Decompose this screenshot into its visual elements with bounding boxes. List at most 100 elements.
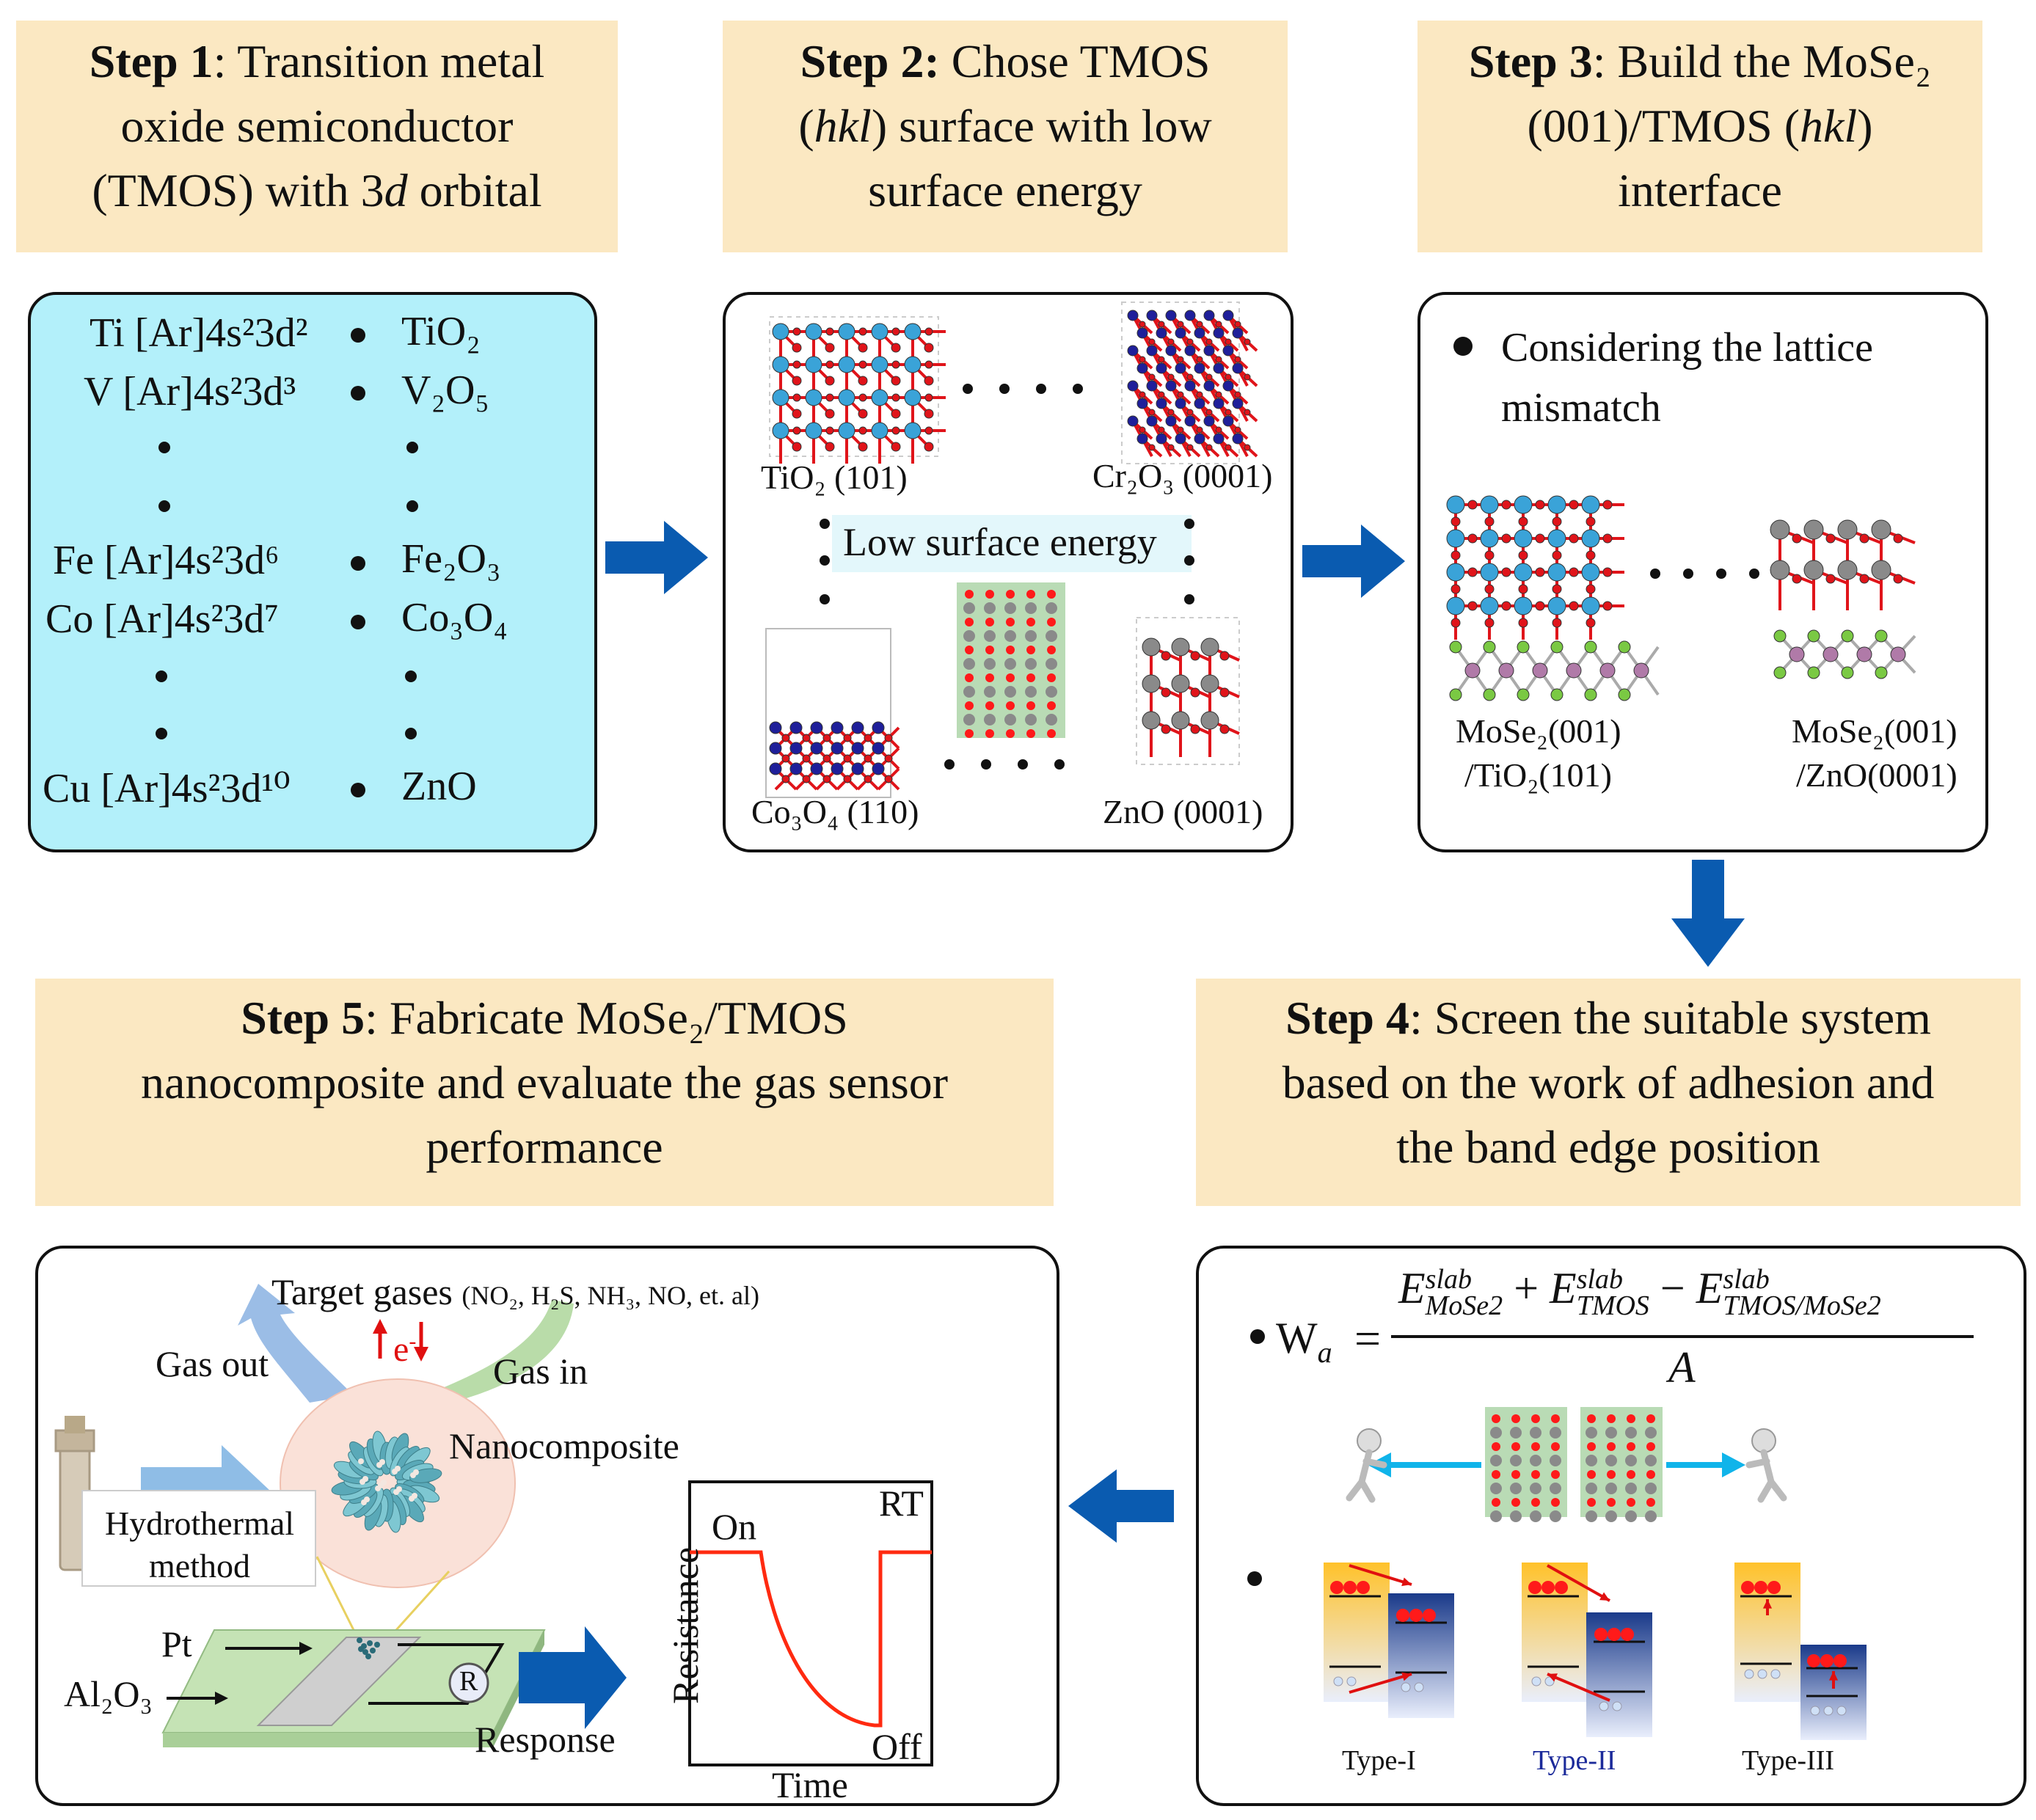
panel1-bullets [156,328,418,797]
wa-symbol: Wa [1276,1314,1332,1369]
element-ti: Ti [Ar]4s²3d² [90,310,308,356]
step3-line1: : Build the MoSe₂ [1592,35,1932,87]
type1-label: Type-I [1342,1745,1416,1776]
arrow-step1-to-2 [605,521,708,594]
gas-out-label: Gas out [156,1343,269,1384]
step2-line2a: ( [798,100,814,152]
wa-denominator: A [1668,1343,1696,1392]
consider-line1: Considering the lattice [1501,325,1873,370]
type2-label: Type-II [1533,1745,1616,1776]
panel2-surfaces: TiO₂ (101) Cr₂O₃ (0001) Low surface ener… [723,292,1294,852]
nanocomposite-label: Nanocomposite [449,1425,679,1466]
step2-line2b: hkl [814,100,872,152]
step1-line3c: orbital [407,164,542,216]
band-alignment-diagrams [1324,1563,1867,1740]
step1-line3a: (TMOS) with 3 [92,164,384,216]
panel2-dots-top [963,384,1083,394]
consider-line2: mismatch [1501,385,1661,431]
oxide-tio2: TiO₂ [401,309,481,354]
interface1-line2: /TiO₂(101) [1464,756,1612,794]
step3-box: Step 3: Build the MoSe₂ (001)/TMOS (hkl)… [1417,21,1982,252]
step3-line3: interface [1618,164,1782,216]
substrate-side [163,1733,493,1747]
oxide-fe2o3: Fe₂O₃ [401,536,501,582]
electron-arrows [373,1319,428,1362]
label-tio2-101: TiO₂ (101) [761,458,908,496]
off-label: Off [872,1726,922,1767]
step3-label: Step 3 [1468,35,1593,87]
type3-label: Type-III [1742,1745,1835,1776]
label-cr2o3-0001: Cr₂O₃ (0001) [1092,457,1273,494]
on-label: On [712,1506,757,1547]
step1-line2: oxide semiconductor [120,100,514,152]
puller-left-icon [1346,1428,1387,1503]
step1-line1: : Transition metal [213,35,545,87]
step3-line2b: hkl [1800,100,1858,152]
step4-line1: : Screen the suitable system [1409,992,1931,1044]
rt-label: RT [879,1483,924,1524]
oxide-co3o4: Co₃O₄ [401,595,508,640]
panel3-interface: Considering the lattice mismatch MoSe₂(0… [1417,292,1988,852]
panel2-dots-bottom [944,759,1065,770]
interface-zno-structure [1770,519,1916,679]
arrow-step3-to-4 [1671,860,1745,967]
resistor-icon [448,1662,489,1703]
resistance-axis-label: Resistance [664,1547,706,1704]
nanocomposite-flower-icon [331,1430,442,1533]
step4-box: Step 4: Screen the suitable system based… [1196,979,2021,1206]
puller-right-icon [1745,1428,1787,1503]
arrow-step2-to-3 [1302,525,1405,598]
adhesion-slabs [1485,1407,1663,1522]
center-surface-grid [957,582,1065,738]
panel3-dots [1650,569,1759,579]
panel5-graphics [54,1284,933,1766]
step5-line1: : Fabricate MoSe₂/TMOS [365,992,848,1044]
step4-line2: based on the work of adhesion and [1282,1056,1935,1108]
panel2-side-dots [820,519,1194,604]
step1-box: Step 1: Transition metal oxide semicondu… [16,21,618,252]
step2-line1: Chose TMOS [939,35,1211,87]
element-cu: Cu [Ar]4s²3d¹⁰ [43,766,291,811]
element-co: Co [Ar]4s²3d⁷ [45,596,279,642]
panel3-bullet [1446,337,1916,701]
step2-line2c: ) surface with low [871,100,1212,152]
gas-in-label: Gas in [493,1351,588,1392]
target-gases-label: Target gases (NO₂, H₂S, NH₃, NO, et. al) [271,1271,759,1312]
oxide-zno: ZnO [401,764,477,809]
wa-bullet [1247,1329,1974,1586]
arrow-step4-to-5 [1068,1469,1174,1543]
tio2-structure [769,316,946,464]
label-low-surface-energy: Low surface energy [843,520,1157,564]
zno-structure [1136,617,1240,765]
panel4-graphics [1324,1407,1867,1740]
label-zno-0001: ZnO (0001) [1103,793,1263,830]
electron-label: e- [393,1329,417,1369]
pt-electrode [256,1637,422,1726]
interface1-line1: MoSe₂(001) [1456,712,1621,750]
step2-line3: surface energy [868,164,1142,216]
step5-line3: performance [426,1121,663,1173]
panel5-sensor: Target gases (NO₂, H₂S, NH₃, NO, et. al)… [35,1246,1059,1806]
step4-label: Step 4 [1285,992,1409,1044]
pt-label: Pt [161,1623,192,1664]
co3o4-structure [765,628,900,798]
element-v: V [Ar]4s²3d³ [84,369,296,414]
hydrothermal-label-box [81,1490,316,1587]
oxide-v2o5: V₂O₅ [401,368,489,413]
interface2-line1: MoSe₂(001) [1792,712,1957,750]
gas-out-swoosh [238,1284,354,1403]
step3-line2a: (001)/TMOS ( [1527,100,1800,152]
label-co3o4-110: Co₃O₄ (110) [751,793,919,830]
step1-label: Step 1 [89,35,214,87]
step5-label: Step 5 [241,992,365,1044]
step5-line2: nanocomposite and evaluate the gas senso… [140,1056,949,1108]
low-surface-box [832,515,1192,572]
step2-label: Step 2: [800,35,940,87]
element-fe: Fe [Ar]4s²3d⁶ [53,538,280,583]
response-arrow [519,1626,627,1729]
step3-line2c: ) [1857,100,1873,152]
